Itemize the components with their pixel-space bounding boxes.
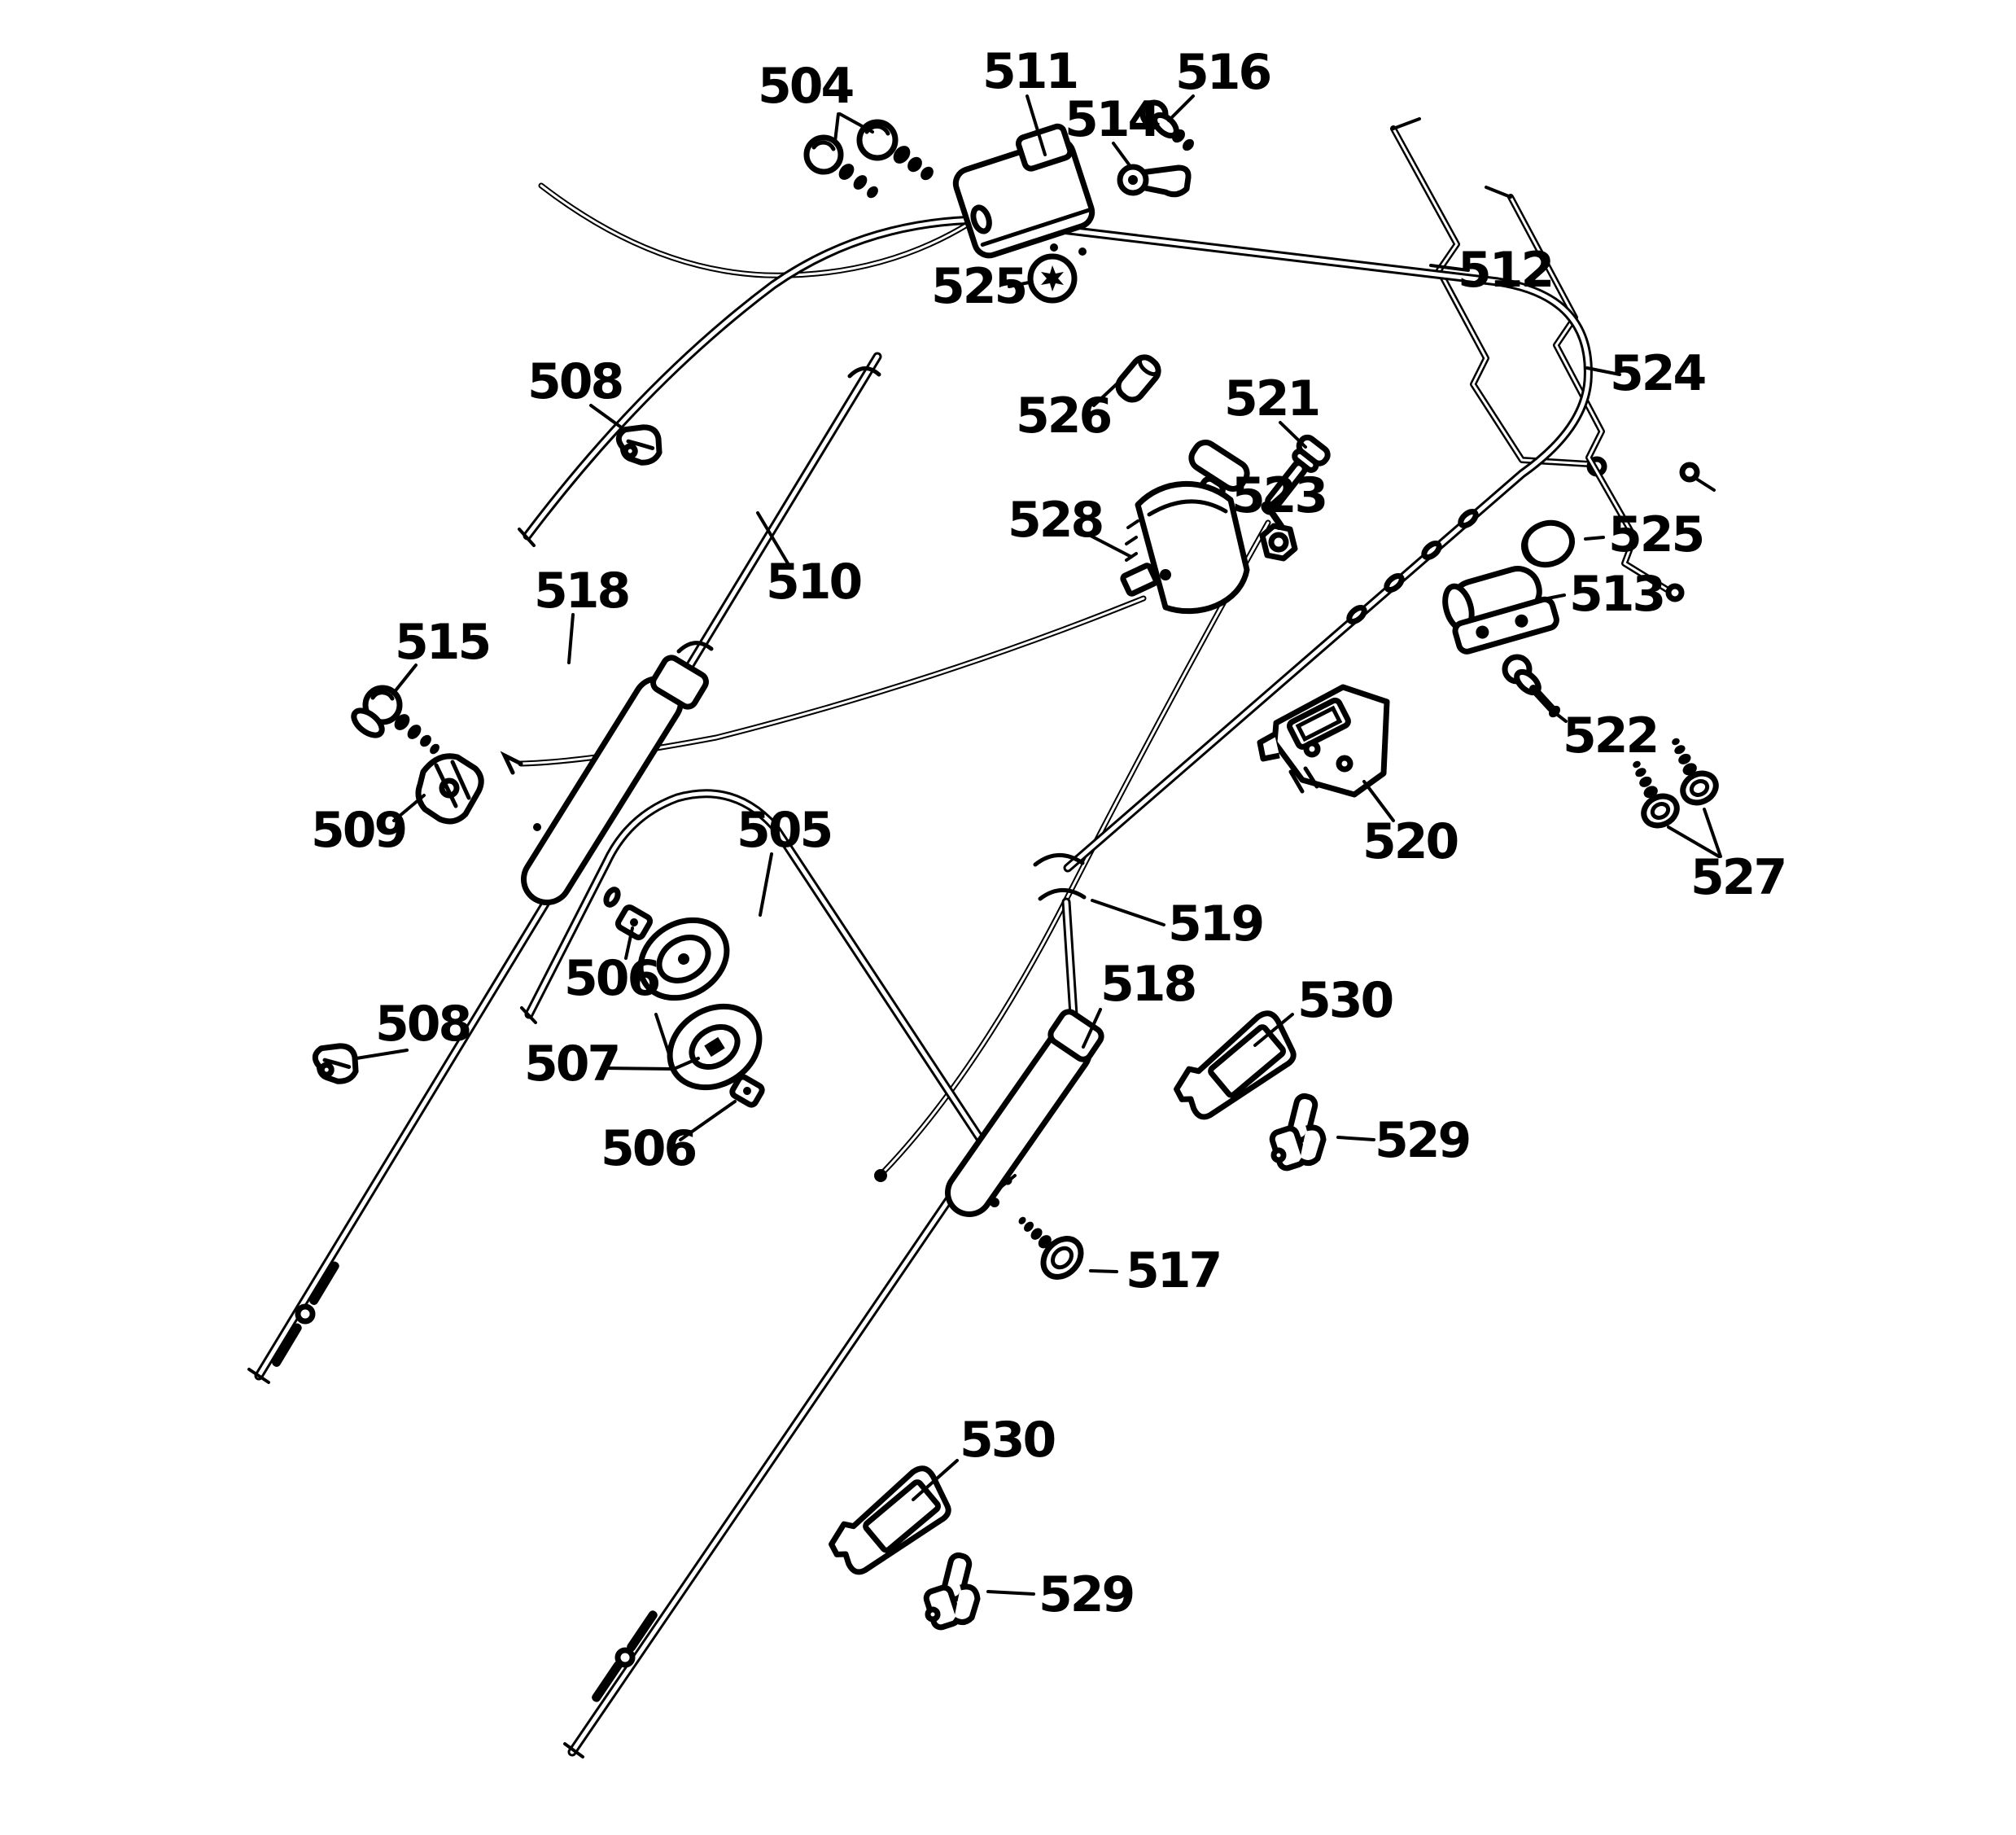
part-label-506-upper: 506 [564,950,661,1007]
part-label-518-left: 518 [534,563,631,620]
cable-clip-508-bottom [313,1039,361,1088]
part-label-524: 524 [1610,345,1707,402]
screw-515 [351,685,439,755]
nut-506-lower [729,1074,765,1108]
part-label-523: 523 [1231,467,1328,524]
part-label-519: 519 [1168,896,1265,953]
clip-529-right [1270,1094,1323,1170]
part-label-513: 513 [1569,566,1666,623]
connector-530-right [1169,1009,1301,1127]
switch-housing-511 [952,123,1095,259]
part-label-518-right: 518 [1100,956,1197,1013]
rod-end-fitting [1679,462,1716,492]
thumbscrew-522 [1502,654,1560,718]
throttle-control-528 [1120,440,1250,615]
left-grip-518 [521,655,709,905]
lower-handle-right-leg [563,1158,999,1758]
part-label-530-right: 530 [1297,972,1394,1029]
nut-523 [1259,523,1298,562]
part-label-522: 522 [1563,707,1660,764]
bracket-520 [1257,684,1390,798]
connector-530-bottom [824,1464,956,1582]
part-label-507: 507 [524,1036,621,1093]
cable-clamp-513 [1442,566,1559,655]
part-label-527: 527 [1690,849,1787,906]
clip-529-bottom [925,1553,977,1629]
screw-516 [1139,99,1194,151]
part-label-520: 520 [1362,813,1459,870]
switch-wire [538,182,972,278]
part-label-508-bottom: 508 [375,996,472,1053]
star-washer-525 [1027,253,1078,304]
part-label-506-lower: 506 [601,1120,698,1177]
part-label-504: 504 [758,58,855,115]
cap-525 [1521,519,1575,568]
part-label-525-right: 525 [1608,506,1705,563]
disc-507-b [667,1003,763,1091]
part-label-529-bottom: 529 [1039,1566,1135,1623]
part-label-515: 515 [395,614,492,671]
link-514 [1117,164,1192,198]
part-label-508-top: 508 [527,353,624,410]
screw-517 [1018,1216,1084,1280]
leader-lines [355,94,1722,1596]
part-label-514: 514 [1065,91,1161,148]
nut-506-upper [614,904,654,940]
screws-527 [1633,738,1719,829]
lower-handle-loop-505 [520,789,1017,1189]
right-grip-518 [945,853,1104,1217]
part-label-505: 505 [737,802,833,859]
part-label-511: 511 [982,43,1079,100]
part-label-510: 510 [766,554,863,611]
part-label-525-top: 525 [931,258,1028,315]
screws-504 [803,119,934,199]
disc-507-a [637,917,730,1001]
part-label-526: 526 [1016,388,1113,445]
upper-handle-510 [518,215,1593,873]
part-label-529-right: 529 [1375,1112,1472,1169]
part-label-517: 517 [1126,1242,1222,1299]
part-label-509: 509 [311,802,408,859]
part-label-516: 516 [1175,44,1272,101]
part-label-528: 528 [1008,492,1104,549]
throttle-cable [500,595,1147,775]
part-label-530-bottom: 530 [960,1412,1056,1469]
spacer-526 [1115,354,1161,403]
part-label-512: 512 [1458,242,1555,299]
clamp-509 [415,753,484,825]
part-label-521: 521 [1224,370,1321,427]
